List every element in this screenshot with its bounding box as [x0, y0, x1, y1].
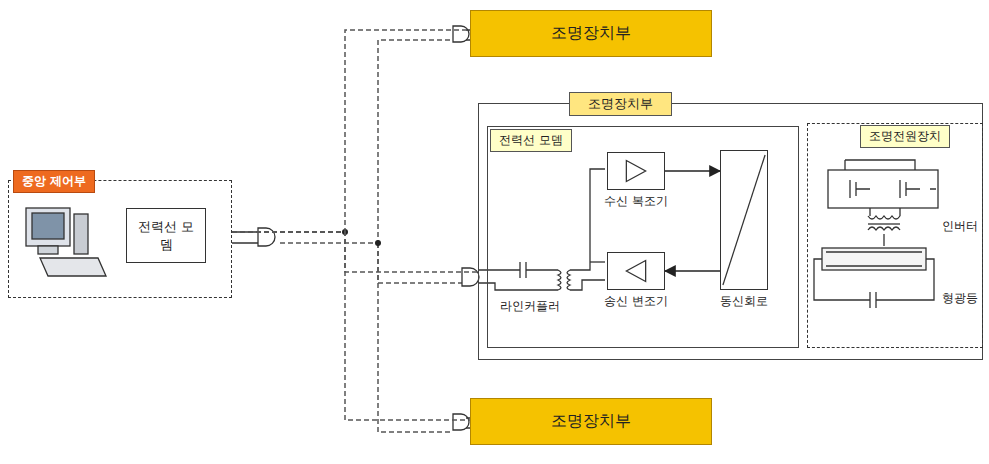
amplifier-symbol — [608, 253, 664, 289]
part-label: 송신 변조기 — [604, 293, 668, 310]
modem-group: 전력선 모뎀수신 복조기송신 변조기동신회로 — [487, 126, 799, 348]
lighting-unit-box: 조명장치부 — [470, 10, 712, 57]
power-line-connector — [232, 232, 478, 272]
inverter-symbol — [828, 160, 938, 246]
part-label: 동신회로 — [720, 293, 768, 310]
amplifier-symbol — [608, 153, 664, 189]
comm-symbol — [721, 151, 767, 289]
power-line-connector — [232, 232, 470, 420]
heading-tab: 조명장치부 — [569, 92, 672, 116]
lighting-unit-detail: 조명장치부전력선 모뎀수신 복조기송신 변조기동신회로조명전원장치 — [478, 103, 983, 360]
box-title: 조명장치부 — [551, 23, 631, 44]
line-coupler-symbol — [478, 169, 605, 290]
signal-arrow — [665, 170, 720, 172]
power-line-connector — [232, 30, 470, 232]
coupler-label: 라인커플러 — [500, 298, 560, 315]
bus-wire — [280, 40, 462, 432]
heading-tab: 중앙 제어부 — [13, 170, 95, 193]
heading-tab: 전력선 모뎀 — [490, 129, 572, 152]
inverter-label: 인버터 — [942, 218, 978, 235]
box-title: 조명장치부 — [551, 411, 631, 432]
modulator-box: 송신 변조기 — [607, 252, 665, 290]
fluorescent-lamp-symbol — [814, 248, 934, 308]
lamp-label: 형광등 — [942, 290, 978, 307]
lighting-power-unit: 조명전원장치 — [807, 123, 983, 348]
box-title: 전력선 모뎀 — [135, 218, 197, 253]
modem-box: 전력선 모뎀 — [126, 208, 206, 263]
computer-icon — [26, 208, 106, 276]
control-unit: 중앙 제어부전력선 모뎀 — [8, 180, 232, 298]
comm-circuit-box: 동신회로 — [720, 150, 768, 290]
lighting-unit-box: 조명장치부 — [470, 398, 712, 445]
signal-arrow — [665, 270, 720, 272]
heading-tab: 조명전원장치 — [860, 125, 950, 148]
junction-dot — [342, 229, 381, 246]
demodulator-box: 수신 복조기 — [607, 152, 665, 190]
part-label: 수신 복조기 — [604, 193, 668, 210]
plug-symbol — [232, 26, 479, 430]
